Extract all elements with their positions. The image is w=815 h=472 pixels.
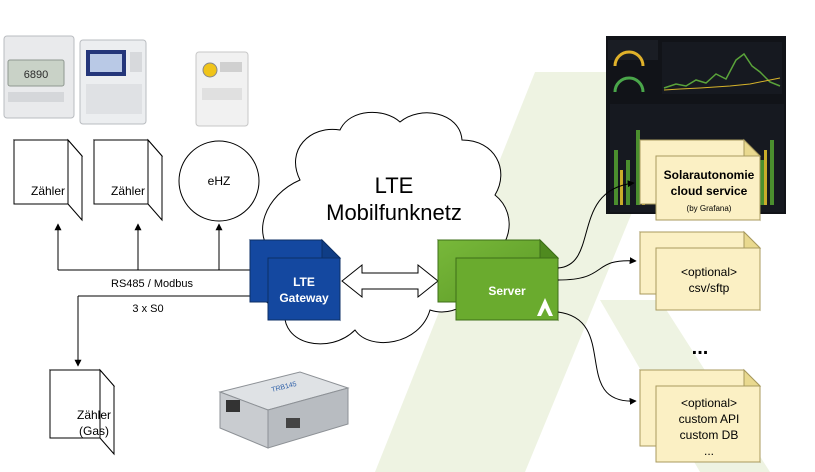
s0-label: 3 x S0: [132, 303, 163, 315]
rs485-bus-lines: [54, 223, 250, 271]
solar-service-title-2: cloud service: [671, 184, 748, 198]
custom-api-box: <optional> custom API custom DB ...: [638, 368, 762, 464]
s0-lines: [74, 295, 250, 367]
solar-cloud-service-box: Solarautonomie cloud service (by Grafana…: [638, 138, 762, 222]
csv-sftp-label: csv/sftp: [689, 281, 730, 295]
gateway-label-2: Gateway: [279, 291, 329, 305]
api-optional-label: <optional>: [681, 396, 737, 410]
ehz-label: eHZ: [208, 174, 231, 188]
cloud-title-line1: LTE: [375, 173, 414, 198]
ehz-meter-circle: eHZ: [178, 140, 260, 222]
db-label: custom DB: [680, 428, 739, 442]
lte-gateway: LTE Gateway: [248, 238, 342, 322]
meter-photo-1: 6890: [3, 35, 75, 119]
svg-text:6890: 6890: [24, 69, 48, 81]
more-services-ellipsis: ...: [692, 337, 709, 359]
gateway-label-1: LTE: [293, 275, 315, 289]
api-label: custom API: [679, 412, 740, 426]
meter-photo-2: [79, 39, 147, 125]
csv-optional-label: <optional>: [681, 265, 737, 279]
csv-sftp-box: <optional> csv/sftp: [638, 230, 762, 312]
rs485-label: RS485 / Modbus: [111, 278, 193, 290]
meter-photo-3: [195, 51, 249, 127]
meter-box-1: Zähler: [12, 138, 84, 222]
gas-meter-label-2: (Gas): [79, 424, 109, 438]
trb145-device-photo: TRB145: [218, 371, 350, 449]
server: Server: [436, 238, 560, 322]
server-logo-icon: [537, 298, 553, 316]
api-more-label: ...: [704, 444, 714, 458]
meter-box-2: Zähler: [92, 138, 164, 222]
gas-meter-box: Zähler (Gas): [48, 368, 116, 456]
server-label: Server: [488, 284, 526, 298]
gas-meter-label-1: Zähler: [77, 408, 111, 422]
meter-label-2: Zähler: [111, 184, 145, 198]
meter-label-1: Zähler: [31, 184, 65, 198]
solar-service-subtitle: (by Grafana): [687, 204, 732, 213]
cloud-title-line2: Mobilfunknetz: [326, 200, 462, 225]
service-connectors: [557, 180, 637, 405]
solar-service-title-1: Solarautonomie: [664, 168, 755, 182]
